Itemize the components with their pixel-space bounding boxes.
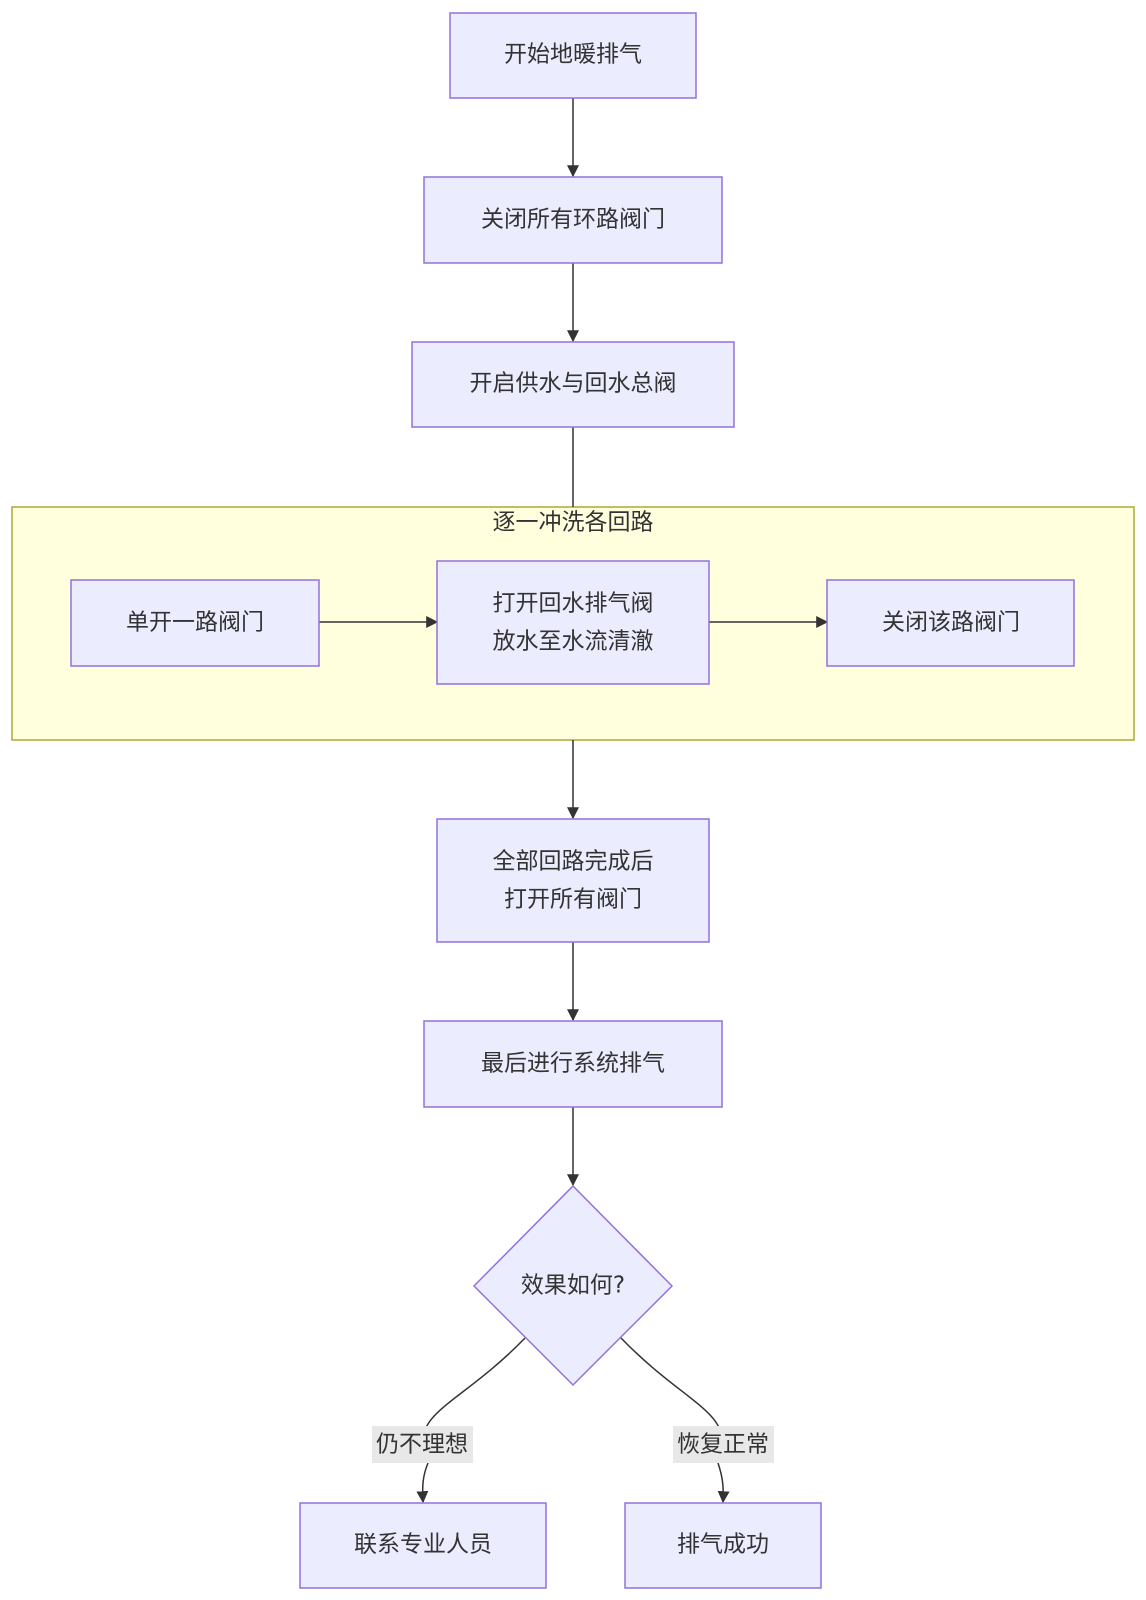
- node-close-one-label: 关闭该路阀门: [882, 610, 1020, 636]
- node-all-open-label-line1: 全部回路完成后: [493, 849, 654, 875]
- node-contact: 联系专业人员: [299, 1502, 547, 1589]
- node-close-all-label: 关闭所有环路阀门: [481, 207, 665, 233]
- node-close-all: 关闭所有环路阀门: [423, 176, 723, 264]
- node-start: 开始地暖排气: [449, 12, 697, 99]
- node-success-label: 排气成功: [677, 1532, 769, 1558]
- node-decision: 效果如何?: [472, 1184, 674, 1387]
- edge-label-not-ideal: 仍不理想: [372, 1426, 473, 1463]
- edge-label-normal-text: 恢复正常: [677, 1432, 769, 1458]
- edge-decision-to-success: [620, 1337, 723, 1441]
- edge-label-to-contact: [416, 1462, 429, 1504]
- node-open-main: 开启供水与回水总阀: [411, 341, 735, 428]
- node-open-one: 单开一路阀门: [70, 579, 320, 667]
- node-close-one: 关闭该路阀门: [826, 579, 1075, 667]
- node-bleed: 最后进行系统排气: [423, 1020, 723, 1108]
- node-all-open: 全部回路完成后 打开所有阀门: [436, 818, 710, 943]
- edge-label-not-ideal-text: 仍不理想: [376, 1432, 468, 1458]
- node-open-main-label: 开启供水与回水总阀: [470, 371, 677, 397]
- node-bleed-label: 最后进行系统排气: [481, 1051, 665, 1077]
- node-contact-label: 联系专业人员: [354, 1532, 492, 1558]
- node-all-open-label-line2: 打开所有阀门: [504, 887, 642, 913]
- edge-label-to-success: [717, 1462, 730, 1504]
- node-decision-label: 效果如何?: [521, 1273, 625, 1299]
- node-start-label: 开始地暖排气: [504, 42, 642, 68]
- edge-label-normal: 恢复正常: [673, 1426, 774, 1463]
- edge-decision-to-contact: [422, 1337, 526, 1441]
- node-success: 排气成功: [624, 1502, 822, 1589]
- node-flush-label-line2: 放水至水流清澈: [493, 629, 654, 655]
- node-flush-label-line1: 打开回水排气阀: [493, 591, 654, 617]
- node-flush: 打开回水排气阀 放水至水流清澈: [436, 560, 710, 685]
- cluster-title: 逐一冲洗各回路: [493, 510, 654, 536]
- node-open-one-label: 单开一路阀门: [126, 610, 264, 636]
